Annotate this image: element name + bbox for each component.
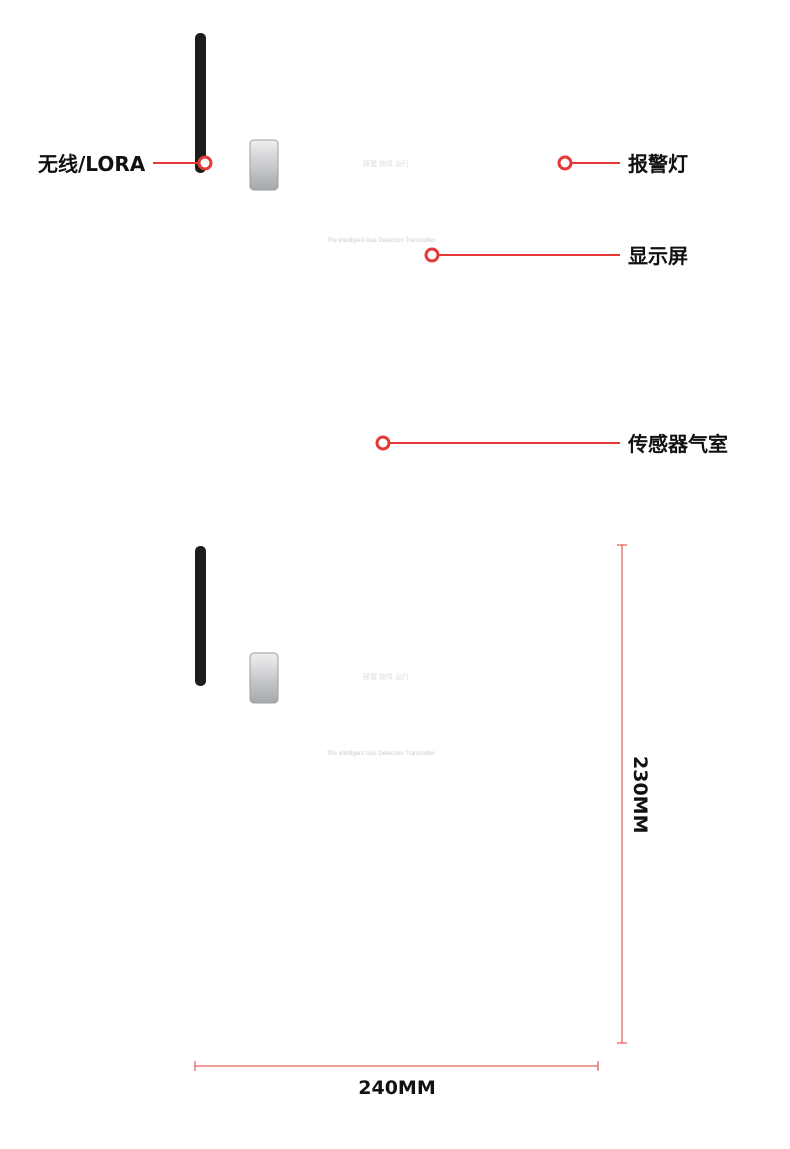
gas-detector-device-dimensioned: Sealintex Sealintex IR OK ↻ ▼ ▶ xyxy=(195,546,279,704)
screen-subtitle: The intelligent Gas Detection Transmitte… xyxy=(326,238,436,244)
cable-gland: Sealintex Sealintex IR OK ↻ ▼ ▶ xyxy=(249,139,279,191)
callout-dot xyxy=(375,435,391,451)
callout-dot xyxy=(424,247,440,263)
height-dimension-label: 230MM xyxy=(629,756,651,833)
antenna xyxy=(195,546,206,686)
callout-alarm-light: 报警灯 xyxy=(557,152,688,176)
screen-title: GAS DETECTED xyxy=(340,700,426,711)
callout-label-display: 显示屏 xyxy=(628,244,688,268)
screen-title: GAS DETECTED xyxy=(340,187,426,198)
callout-label-alarm-light: 报警灯 xyxy=(628,152,688,176)
height-dimension: 230MM xyxy=(617,544,651,1044)
status-labels: 报警 故障 运行 xyxy=(363,674,409,681)
width-dimension: 240MM xyxy=(194,1061,599,1099)
callout-wireless: 无线/LORA xyxy=(38,152,213,176)
width-dimension-label: 240MM xyxy=(358,1077,435,1099)
callout-label-sensor-chamber: 传感器气室 xyxy=(627,432,728,456)
callout-display: 显示屏 xyxy=(424,244,688,268)
callout-dot xyxy=(197,155,213,171)
callout-dot xyxy=(557,155,573,171)
callout-sensor-chamber: 传感器气室 xyxy=(375,432,728,456)
antenna xyxy=(195,33,206,173)
gas-detector-device: Sealintex Sealintex IR OK ↻ ▼ ▶ xyxy=(195,33,279,191)
status-labels: 报警 故障 运行 xyxy=(363,161,409,168)
callout-label-wireless: 无线/LORA xyxy=(38,152,146,176)
screen-subtitle: The intelligent Gas Detection Transmitte… xyxy=(326,751,436,757)
cable-gland: Sealintex Sealintex IR OK ↻ ▼ ▶ xyxy=(249,652,279,704)
